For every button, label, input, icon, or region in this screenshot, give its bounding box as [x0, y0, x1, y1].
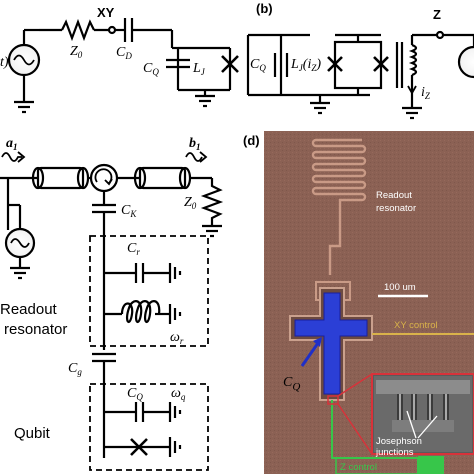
zoom-source-box — [327, 395, 339, 405]
source-time-label: t) — [0, 55, 9, 70]
photo-readout-label-2: resonator — [376, 203, 416, 214]
ground-a1 — [14, 96, 34, 114]
xy-port-label: XY — [97, 5, 115, 20]
jj-pointer-2 — [417, 415, 438, 439]
ground-c2 — [10, 266, 30, 280]
lj-label-a: LJ — [192, 61, 206, 77]
ground-a2 — [195, 94, 215, 108]
cd-label: CD — [116, 45, 132, 61]
circulator-arrow — [94, 168, 113, 184]
b1-label: b1 — [189, 136, 201, 152]
photo-cq-label: CQ — [283, 375, 300, 393]
panel-d-photo — [264, 131, 474, 474]
flux-coil — [408, 43, 418, 77]
a1-label: a1 — [6, 136, 18, 152]
jj-cross-b4 — [373, 56, 389, 72]
z-control-label: Z control — [340, 462, 377, 473]
z-control-stub — [418, 456, 444, 474]
output-wave-b1 — [185, 152, 203, 162]
panel-b-labels: CQ LJ(iZ) Z iZ — [250, 7, 441, 101]
cr-label: Cr — [127, 241, 140, 257]
panel-c — [0, 151, 224, 471]
sine-glyph-a — [13, 54, 35, 66]
readout-resonator-label-1: Readout — [0, 301, 58, 318]
xy-control-label: XY control — [394, 320, 438, 331]
panel-d-tag: (d) — [243, 133, 260, 148]
squid-loop — [333, 40, 383, 90]
jj-pointer-1 — [406, 410, 417, 439]
ground-c5 — [168, 402, 182, 422]
jj-label-1: Josephson — [376, 436, 422, 447]
cq-arrow — [300, 342, 320, 367]
voltage-source-b — [457, 45, 474, 79]
ground-c6 — [168, 437, 182, 457]
panel-c-labels: a1 b1 CK Z0 Cr ωr Cg CQ ωq Readout reson… — [0, 136, 201, 442]
ground-c4 — [168, 304, 182, 324]
z-port-label: Z — [433, 7, 441, 22]
photo-readout-label-1: Readout — [376, 190, 412, 201]
ground-b1 — [310, 101, 330, 115]
jj-label-2: junctions — [375, 447, 414, 458]
input-wave-a1 — [1, 152, 22, 162]
inductor-lr — [120, 300, 161, 324]
ground-b2 — [402, 106, 422, 120]
ground-c1 — [202, 224, 222, 238]
jj-cross-b2 — [327, 56, 343, 72]
z0-label-c: Z0 — [184, 195, 197, 211]
scale-label: 100 um — [384, 282, 416, 293]
zoom-line-bottom — [337, 403, 373, 455]
jj-cross-c2 — [130, 438, 148, 456]
z-node — [435, 30, 445, 40]
cq-label-b: CQ — [250, 57, 266, 73]
resistor-z0-c — [200, 178, 224, 226]
panel-a-labels: t) XY Z0 CD CQ LJ — [0, 5, 206, 77]
panel-d-labels: Readout resonator 100 um XY control CQ J… — [283, 190, 438, 473]
ground-c3 — [168, 263, 182, 283]
zoom-line-top — [337, 373, 373, 397]
z0-label-a: Z0 — [70, 44, 83, 60]
iz-arrow — [407, 85, 417, 95]
cq-label-c: CQ — [127, 386, 143, 402]
cg-label: Cg — [68, 361, 82, 377]
resistor-z0-a — [61, 18, 95, 42]
qubit-label: Qubit — [14, 425, 51, 442]
coax-left — [36, 166, 85, 190]
cq-label-a: CQ — [143, 61, 159, 77]
panel-b — [246, 30, 474, 120]
xy-node — [107, 25, 117, 35]
readout-resonator-label-2: resonator — [4, 321, 67, 338]
jj-cross-a2 — [221, 55, 239, 73]
iz-label: iZ — [421, 85, 431, 101]
resonator-box — [89, 235, 209, 347]
meander-resonator — [311, 138, 367, 275]
qubit-box — [89, 383, 209, 471]
panel-a — [7, 18, 239, 114]
ck-label: CK — [121, 203, 137, 219]
omega-r-label: ωr — [170, 330, 184, 346]
lj-iz-label: LJ(iZ) — [290, 57, 321, 73]
panel-b-tag: (b) — [256, 1, 273, 16]
coax-right — [138, 166, 187, 190]
omega-q-label: ωq — [171, 386, 186, 402]
